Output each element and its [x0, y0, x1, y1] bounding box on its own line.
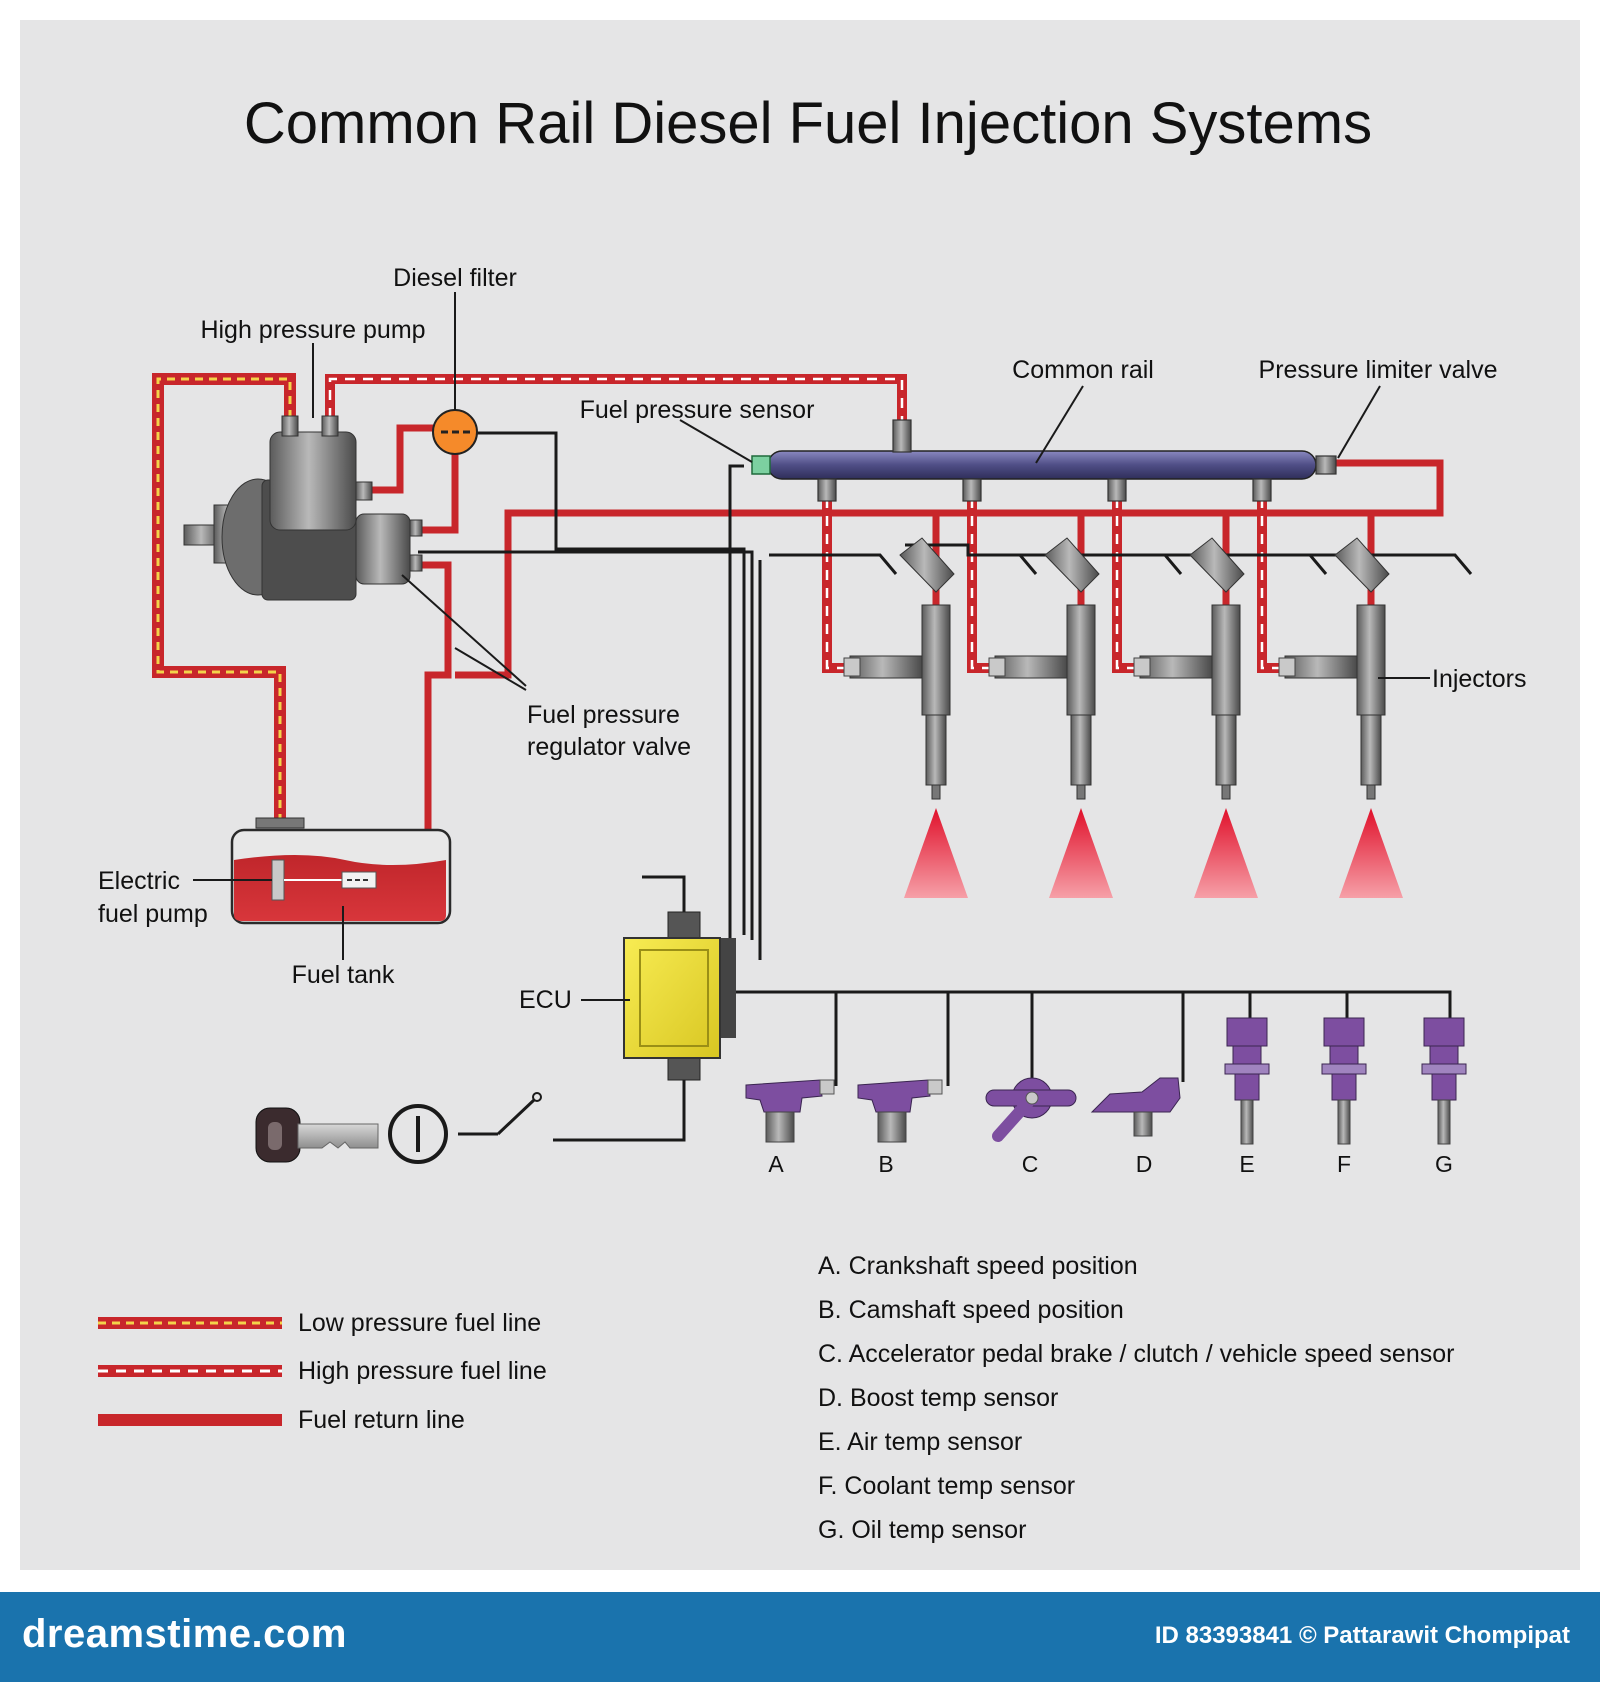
temp-sensors-group — [1224, 1017, 1467, 1145]
ecu-unit — [623, 911, 736, 1081]
sensor-a — [745, 1079, 835, 1143]
legend-label-return: Fuel return line — [298, 1406, 465, 1434]
injector-2 — [988, 537, 1113, 898]
sensor-description-e: E. Air temp sensor — [818, 1428, 1022, 1456]
footer-bar: dreamstime.com ID 83393841 © Pattarawit … — [0, 1592, 1600, 1682]
label-common-rail: Common rail — [1012, 356, 1154, 384]
injectors-group — [843, 537, 1403, 898]
sensor-letter-g: G — [1435, 1151, 1453, 1177]
legend: Low pressure fuel line High pressure fue… — [98, 1309, 547, 1434]
sensor-description-b: B. Camshaft speed position — [818, 1296, 1124, 1324]
fuel-pressure-sensor — [751, 455, 771, 475]
sensor-description-f: F. Coolant temp sensor — [818, 1472, 1075, 1500]
footer-credit: ID 83393841 © Pattarawit Chompipat — [1154, 1622, 1570, 1649]
electric-fuel-pump — [271, 859, 285, 901]
label-diesel-filter: Diesel filter — [393, 264, 517, 292]
diagram-background — [20, 20, 1580, 1570]
injector-spray-2 — [1049, 808, 1113, 898]
fuel-tank — [230, 817, 452, 925]
legend-label-low-pressure: Low pressure fuel line — [298, 1309, 541, 1337]
sensor-g — [1421, 1017, 1467, 1145]
label-high-pressure-pump: High pressure pump — [200, 316, 425, 344]
injector-spray-3 — [1194, 808, 1258, 898]
sensor-letter-f: F — [1337, 1151, 1351, 1177]
label-electric-fuel-pump-line1: Electric — [98, 867, 180, 895]
sensor-d — [1090, 1077, 1181, 1137]
label-fuel-pressure-sensor: Fuel pressure sensor — [580, 396, 815, 424]
sensor-c — [985, 1077, 1077, 1142]
sensor-e — [1224, 1017, 1270, 1145]
label-pressure-limiter-valve: Pressure limiter valve — [1259, 356, 1498, 384]
label-electric-fuel-pump-line2: fuel pump — [98, 900, 208, 928]
leader-lines — [193, 292, 1430, 1001]
injector-spray-1 — [904, 808, 968, 898]
ignition-switch — [388, 1092, 542, 1164]
label-fuel-tank: Fuel tank — [292, 961, 395, 989]
sensor-description-a: A. Crankshaft speed position — [818, 1252, 1138, 1280]
sensor-description-g: G. Oil temp sensor — [818, 1516, 1026, 1544]
injector-4 — [1278, 537, 1403, 898]
sensor-f — [1321, 1017, 1367, 1145]
legend-label-high-pressure: High pressure fuel line — [298, 1357, 547, 1385]
sensor-letter-b: B — [878, 1151, 893, 1177]
injector-3 — [1133, 537, 1258, 898]
footer-brand: dreamstime.com — [22, 1612, 347, 1656]
label-fuel-pressure-regulator-line2: regulator valve — [527, 733, 691, 761]
ignition-key — [255, 1107, 379, 1163]
common-rail — [751, 419, 1337, 502]
sensor-letter-d: D — [1136, 1151, 1153, 1177]
sensor-description-c: C. Accelerator pedal brake / clutch / ve… — [818, 1340, 1454, 1368]
fuel-injection-diagram: Common Rail Diesel Fuel Injection System… — [20, 20, 1580, 1570]
sensor-letter-e: E — [1239, 1151, 1254, 1177]
label-ecu: ECU — [519, 986, 572, 1014]
sensor-letter-c: C — [1022, 1151, 1039, 1177]
injector-1 — [843, 537, 968, 898]
sensor-description-d: D. Boost temp sensor — [818, 1384, 1058, 1412]
diesel-filter — [432, 409, 478, 455]
low-pressure-line — [152, 373, 296, 822]
sensor-b — [857, 1079, 943, 1143]
pressure-limiter-valve — [1315, 455, 1337, 475]
diagram-title: Common Rail Diesel Fuel Injection System… — [244, 91, 1372, 156]
label-injectors: Injectors — [1432, 665, 1526, 693]
injector-spray-4 — [1339, 808, 1403, 898]
sensor-letter-a: A — [768, 1151, 784, 1177]
high-pressure-pump — [183, 415, 423, 601]
label-fuel-pressure-regulator-line1: Fuel pressure — [527, 701, 680, 729]
